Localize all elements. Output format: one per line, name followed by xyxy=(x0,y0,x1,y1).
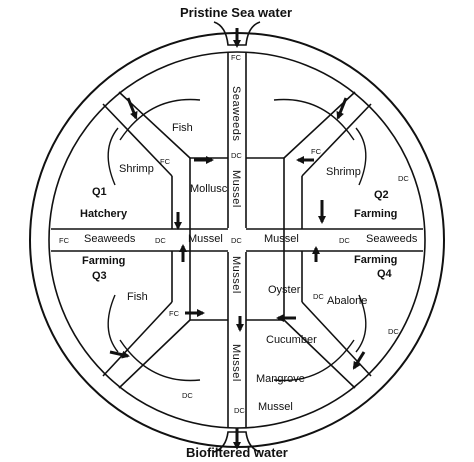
dc-marker: DC xyxy=(231,236,242,245)
dc-marker: DC xyxy=(155,236,166,245)
q4-oyster-label: Oyster xyxy=(268,284,301,296)
q3-name: Farming xyxy=(82,255,126,267)
inflow-label: Pristine Sea water xyxy=(180,5,292,20)
upper-center-channel-label: Mussel xyxy=(230,170,242,208)
q3-id: Q3 xyxy=(92,270,107,282)
outflow-label: Biofiltered water xyxy=(186,445,288,460)
q4-name: Farming xyxy=(354,254,398,266)
q2-id: Q2 xyxy=(374,189,389,201)
q1-shrimp-label: Shrimp xyxy=(119,163,154,175)
fc-marker: FC xyxy=(160,157,170,166)
dc-marker: DC xyxy=(339,236,350,245)
fc-marker: FC xyxy=(231,53,241,62)
q4-cucumber-label: Cucumber xyxy=(266,334,317,346)
fc-marker: FC xyxy=(311,147,321,156)
dc-marker: DC xyxy=(313,292,324,301)
dc-marker: DC xyxy=(398,174,409,183)
q4-mangrove-label: Mangrove xyxy=(256,373,305,385)
q1-name: Hatchery xyxy=(80,208,128,220)
q3-fish-label: Fish xyxy=(127,291,148,303)
q2-name: Farming xyxy=(354,208,398,220)
horizontal-channel xyxy=(51,228,423,252)
east-channel-label: Seaweeds xyxy=(366,233,418,245)
south-channel-label: Mussel xyxy=(230,344,242,382)
pond-arcs xyxy=(107,98,367,382)
outer-bottom-label: Mussel xyxy=(258,401,293,413)
q1-mollusc-label: Mollusc xyxy=(190,183,228,195)
dc-marker: DC xyxy=(234,406,245,415)
fc-marker: FC xyxy=(59,236,69,245)
center-right-channel-label: Mussel xyxy=(264,233,299,245)
central-mussel-box xyxy=(171,157,303,321)
north-channel-label: Seaweeds xyxy=(230,86,242,142)
q4-id: Q4 xyxy=(377,268,392,280)
west-channel-label: Seaweeds xyxy=(84,233,136,245)
q1-id: Q1 xyxy=(92,186,107,198)
dc-marker: DC xyxy=(182,391,193,400)
q4-abalone-label: Abalone xyxy=(327,295,368,307)
dc-marker: DC xyxy=(231,151,242,160)
q1-fish-label: Fish xyxy=(172,122,193,134)
fc-marker: FC xyxy=(169,309,179,318)
flow-arrows xyxy=(109,28,366,450)
q2-shrimp-label: Shrimp xyxy=(326,166,361,178)
center-left-channel-label: Mussel xyxy=(188,233,223,245)
dc-marker: DC xyxy=(388,327,399,336)
lower-center-channel-label: Mussel xyxy=(230,256,242,294)
vertical-channel xyxy=(227,52,247,428)
